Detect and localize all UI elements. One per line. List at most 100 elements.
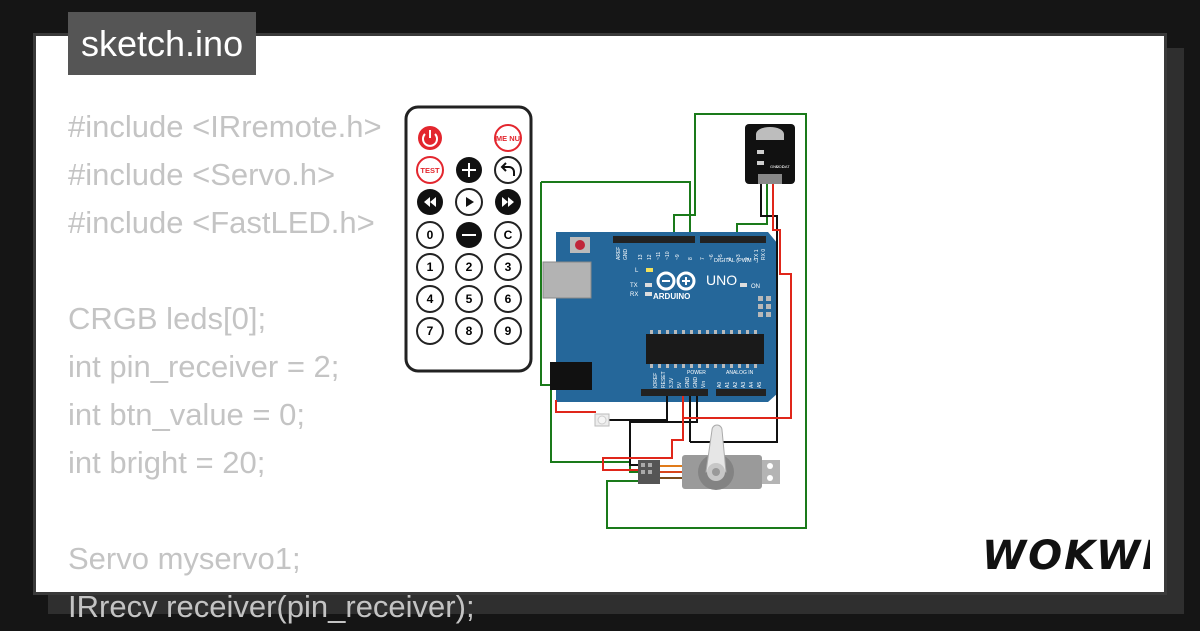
ir-remote[interactable]: ME NU TEST 0 C 1 2 3 4 5 6 7 8 9 xyxy=(404,105,533,373)
pin-label: Vin xyxy=(701,381,707,388)
usb-port xyxy=(542,261,592,299)
code-line: int btn_value = 0; xyxy=(68,397,305,432)
digital-label: DIGITAL (PWM ~) xyxy=(714,258,758,264)
key-label: 5 xyxy=(466,292,473,306)
pin-label: ~10 xyxy=(665,251,671,260)
analog-label: ANALOG IN xyxy=(726,370,754,376)
arduino-logo-icon xyxy=(656,271,696,291)
key-1[interactable] xyxy=(416,253,444,281)
pin-label: ~11 xyxy=(656,252,662,260)
key-3[interactable] xyxy=(494,253,522,281)
key-label: C xyxy=(504,228,513,242)
rgb-led xyxy=(594,413,610,427)
test-label: TEST xyxy=(420,166,440,175)
pin-label: ~3 xyxy=(736,254,742,260)
pin-label: 8 xyxy=(688,257,694,260)
pin-label: ~6 xyxy=(709,254,715,260)
test-button[interactable] xyxy=(416,156,444,184)
rx-label: RX xyxy=(630,292,638,298)
key-label: 9 xyxy=(505,324,512,338)
servo-motor[interactable] xyxy=(638,424,780,490)
servo-horn xyxy=(705,424,727,473)
pin-label: IOREF xyxy=(653,373,659,388)
pin-label: A5 xyxy=(757,382,763,388)
pin-label: A2 xyxy=(733,382,739,388)
key-label: 2 xyxy=(466,260,473,274)
l-label: L xyxy=(635,268,639,274)
board-model: UNO xyxy=(706,272,737,288)
code-preview: #include <IRremote.h> #include <Servo.h>… xyxy=(68,103,475,631)
key-label: 6 xyxy=(505,292,512,306)
pin-label: GND xyxy=(685,377,691,389)
pin-label: 5V xyxy=(677,381,683,388)
key-label: 7 xyxy=(427,324,434,338)
code-line: CRGB leds[0]; xyxy=(68,301,267,336)
code-line: int pin_receiver = 2; xyxy=(68,349,340,384)
power-jack xyxy=(550,362,592,390)
pin-label: A1 xyxy=(725,382,731,388)
key-4[interactable] xyxy=(416,285,444,313)
code-line: Servo myservo1; xyxy=(68,541,301,576)
key-6[interactable] xyxy=(494,285,522,313)
pin-label: 4 xyxy=(727,257,733,260)
header-analog xyxy=(716,389,766,396)
pin-label: ~5 xyxy=(718,254,724,260)
led-on xyxy=(740,283,747,287)
code-line: int bright = 20; xyxy=(68,445,266,480)
pin-label: 12 xyxy=(647,254,653,260)
ir-receiver[interactable]: GND VCC DAT xyxy=(745,124,795,184)
key-label: 0 xyxy=(427,228,434,242)
file-tab[interactable]: sketch.ino xyxy=(68,12,257,75)
key-7[interactable] xyxy=(416,317,444,345)
icsp-header xyxy=(758,296,771,317)
board-brand: ARDUINO xyxy=(653,292,690,301)
code-line: #include <Servo.h> xyxy=(68,157,336,192)
key-5[interactable] xyxy=(455,285,483,313)
key-label: 8 xyxy=(466,324,473,338)
code-line: IRrecv receiver(pin_receiver); xyxy=(68,589,475,624)
code-line: #include <IRremote.h> xyxy=(68,109,382,144)
power-label: POWER xyxy=(687,370,706,376)
key-c[interactable] xyxy=(494,221,522,249)
on-label: ON xyxy=(751,284,760,290)
key-label: 3 xyxy=(505,260,512,274)
pin-label: TX 1 xyxy=(754,249,760,260)
brand-logo-text: WOKWI xyxy=(982,533,1150,577)
arduino-uno[interactable]: UNO ARDUINO DIGITAL (PWM ~) POWER ANALOG… xyxy=(542,232,778,402)
receiver-pin-label: DAT xyxy=(782,164,790,169)
back-icon[interactable] xyxy=(494,156,522,184)
pin-label: A3 xyxy=(741,382,747,388)
menu-label: ME NU xyxy=(496,134,520,143)
pin-label: RX 0 xyxy=(761,249,767,260)
key-label: 1 xyxy=(427,260,434,274)
header-power xyxy=(641,389,708,396)
pin-label: ~9 xyxy=(675,254,681,260)
pin-label: GND xyxy=(623,249,629,261)
pin-label: A0 xyxy=(717,382,723,388)
pin-label: 7 xyxy=(700,257,706,260)
led-rx xyxy=(645,292,652,296)
code-line: #include <FastLED.h> xyxy=(68,205,375,240)
header-digital-high xyxy=(613,236,695,243)
header-digital-low xyxy=(700,236,766,243)
led-l xyxy=(646,268,653,272)
pin-label: 13 xyxy=(638,254,644,260)
key-8[interactable] xyxy=(455,317,483,345)
key-label: 4 xyxy=(427,292,434,306)
pin-label: GND xyxy=(693,377,699,389)
pin-label: RESET xyxy=(661,371,667,388)
red-wires xyxy=(555,184,792,471)
key-2[interactable] xyxy=(455,253,483,281)
wokwi-logo: WOKWI xyxy=(982,533,1150,577)
menu-button[interactable] xyxy=(494,124,522,152)
led-tx xyxy=(645,283,652,287)
key-0[interactable] xyxy=(416,221,444,249)
pin-label: A4 xyxy=(749,382,755,388)
pin-label: AREF xyxy=(616,247,622,260)
pin-label: 3.3V xyxy=(669,377,675,388)
pin-label: 2 xyxy=(745,257,751,260)
receiver-pin-label: VCC xyxy=(776,164,785,169)
key-9[interactable] xyxy=(494,317,522,345)
receiver-pin-label: GND xyxy=(770,164,779,169)
